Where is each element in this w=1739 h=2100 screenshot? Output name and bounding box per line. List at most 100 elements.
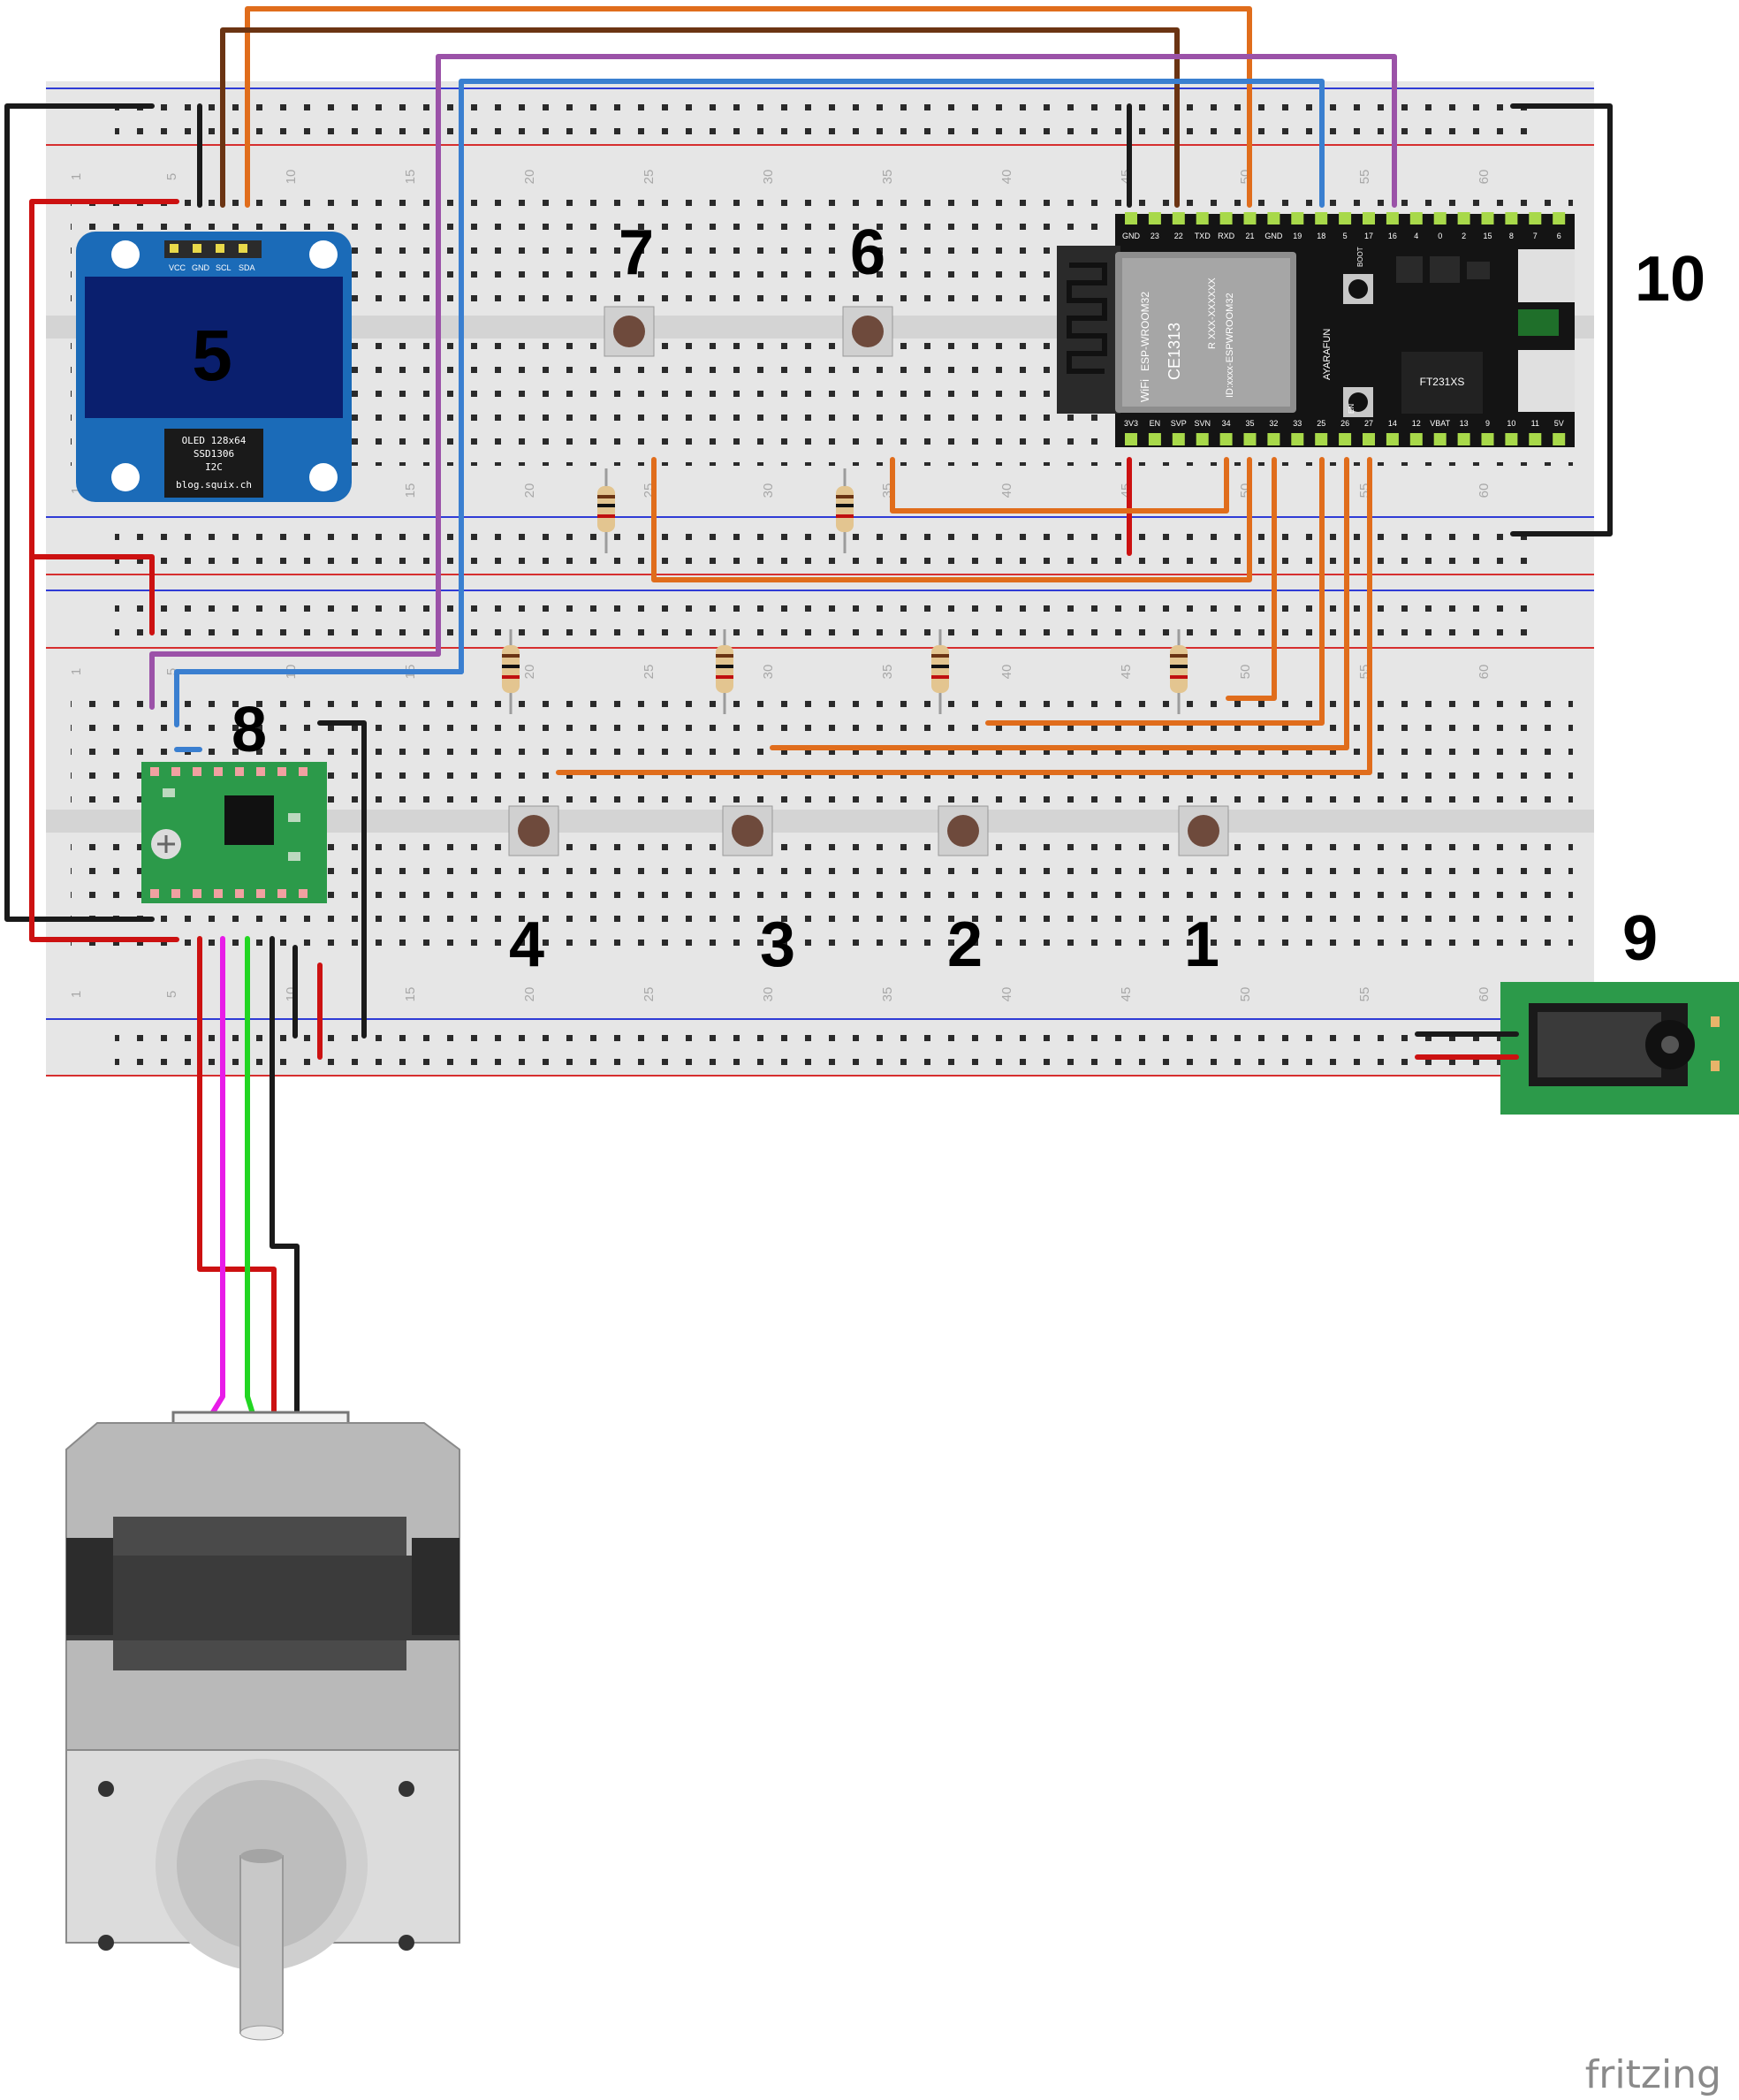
column-number: 25: [642, 665, 657, 680]
esp32-top-pin: [1267, 212, 1280, 224]
callout-1: 1: [1184, 909, 1219, 980]
column-number: 20: [522, 665, 537, 680]
column-number: 45: [1119, 665, 1134, 680]
oled-line4: blog.squix.ch: [176, 479, 252, 491]
column-number: 55: [1357, 170, 1372, 185]
esp32-top-pin-label: GND: [1122, 232, 1141, 240]
column-number: 30: [761, 987, 776, 1002]
callout-2: 2: [947, 909, 983, 980]
callout-10: 10: [1635, 244, 1705, 315]
esp32-top-pin: [1433, 212, 1447, 224]
callout-5: 5: [192, 316, 232, 396]
esp32-bottom-pin-label: EN: [1150, 419, 1161, 428]
column-number: 35: [880, 987, 895, 1002]
column-number: 10: [284, 170, 299, 185]
esp32-top-pin-label: 16: [1388, 232, 1397, 240]
esp32-top-pin: [1125, 212, 1137, 224]
button-4: [508, 805, 559, 856]
column-number: 5: [164, 991, 179, 998]
esp32-bottom-pin: [1125, 433, 1137, 445]
esp32-bottom-pin-label: 10: [1507, 419, 1515, 428]
resistors: [502, 468, 1188, 714]
esp32-top-pin-label: 18: [1317, 232, 1325, 240]
callout-6: 6: [850, 217, 885, 288]
button-2: [938, 805, 989, 856]
esp32-top-pin-label: 0: [1438, 232, 1442, 240]
column-number: 1: [69, 487, 84, 494]
resistor-1: [1170, 629, 1188, 714]
resistor-2: [931, 629, 949, 714]
esp32-top-pin: [1386, 212, 1399, 224]
oled-line3: I2C: [205, 461, 223, 473]
callout-8: 8: [232, 695, 267, 765]
esp32-top-pin-label: 21: [1245, 232, 1254, 240]
esp32-bottom-pin-label: 13: [1460, 419, 1469, 428]
column-number: 25: [642, 987, 657, 1002]
stepper-driver: [141, 762, 327, 903]
oled-display: VCC GND SCL SDA OLED 128x64 SSD1306 I2C …: [76, 232, 352, 502]
column-number: 20: [522, 987, 537, 1002]
module-reg: R XXX-XXXXXX: [1207, 278, 1218, 349]
esp32-bottom-pin: [1553, 433, 1566, 445]
esp32-top-pin: [1529, 212, 1542, 224]
column-number: 40: [999, 665, 1014, 680]
esp32-bottom-pin: [1291, 433, 1304, 445]
wire-black-right: [1510, 103, 1613, 536]
column-number: 15: [403, 483, 418, 498]
column-number: 35: [880, 665, 895, 680]
wire-black-left: [4, 103, 155, 922]
column-number: 30: [761, 170, 776, 185]
wire-orange-btn6: [890, 457, 1229, 514]
esp32-top-pin-label: 17: [1364, 232, 1373, 240]
esp32-top-pin: [1219, 212, 1233, 224]
wire-blue-top: [459, 79, 1325, 674]
esp32-bottom-pin-label: VBAT: [1430, 419, 1450, 428]
esp32-top-pin-label: TXD: [1195, 232, 1211, 240]
dc-power-jack: [1500, 982, 1739, 1115]
esp32-bottom-pin-label: 5V: [1554, 419, 1564, 428]
wire-orange-btn7: [651, 457, 1252, 582]
column-number: 35: [880, 170, 895, 185]
esp32-bottom-pin-label: 3V3: [1124, 419, 1138, 428]
esp32-top-pin-label: 7: [1533, 232, 1538, 240]
esp32-bottom-pin: [1409, 433, 1423, 445]
esp32-bottom-pin-label: 27: [1364, 419, 1373, 428]
wire-orange-top: [245, 6, 1252, 208]
esp32-bottom-pin: [1267, 433, 1280, 445]
wire-orange-btn2: [985, 457, 1325, 726]
esp32-top-pin-label: 6: [1557, 232, 1561, 240]
callout-3: 3: [760, 909, 795, 980]
resistor-6: [836, 468, 854, 553]
column-number: 30: [761, 483, 776, 498]
esp32-top-pin: [1291, 212, 1304, 224]
wires: [4, 6, 1613, 1422]
module-ce: CE1313: [1166, 323, 1183, 380]
esp32-bottom-pin: [1315, 433, 1328, 445]
column-number: 20: [522, 483, 537, 498]
esp32-top-pin-label: 2: [1462, 232, 1466, 240]
esp32-top-pin-label: 8: [1509, 232, 1514, 240]
esp32-bottom-pin: [1363, 433, 1375, 445]
oled-pin-row: [164, 240, 262, 258]
esp32-top-pin-label: 23: [1150, 232, 1159, 240]
column-number: 1: [69, 173, 84, 180]
esp32-bottom-pin: [1386, 433, 1399, 445]
column-number: 15: [403, 170, 418, 185]
esp32-top-pin: [1409, 212, 1423, 224]
esp32-bottom-pin-label: 32: [1269, 419, 1278, 428]
wire-orange-btn3: [770, 457, 1349, 750]
oled-pin-sda: SDA: [239, 263, 255, 272]
esp32-top-pin: [1172, 212, 1185, 224]
pushbuttons: [508, 306, 1229, 856]
wire-red-left-mid: [29, 554, 155, 635]
button-1: [1178, 805, 1229, 856]
button-7: [604, 306, 655, 357]
esp32-top-pin: [1148, 212, 1161, 224]
wire-purple-driver: [149, 651, 441, 710]
esp32-bottom-pin-label: 12: [1412, 419, 1421, 428]
stepper-motor: [65, 1411, 460, 2041]
esp32-bottom-pin-label: SVN: [1194, 419, 1211, 428]
column-number: 60: [1477, 483, 1492, 498]
esp32-top-pin: [1243, 212, 1257, 224]
esp32-top-pin-label: 22: [1174, 232, 1183, 240]
